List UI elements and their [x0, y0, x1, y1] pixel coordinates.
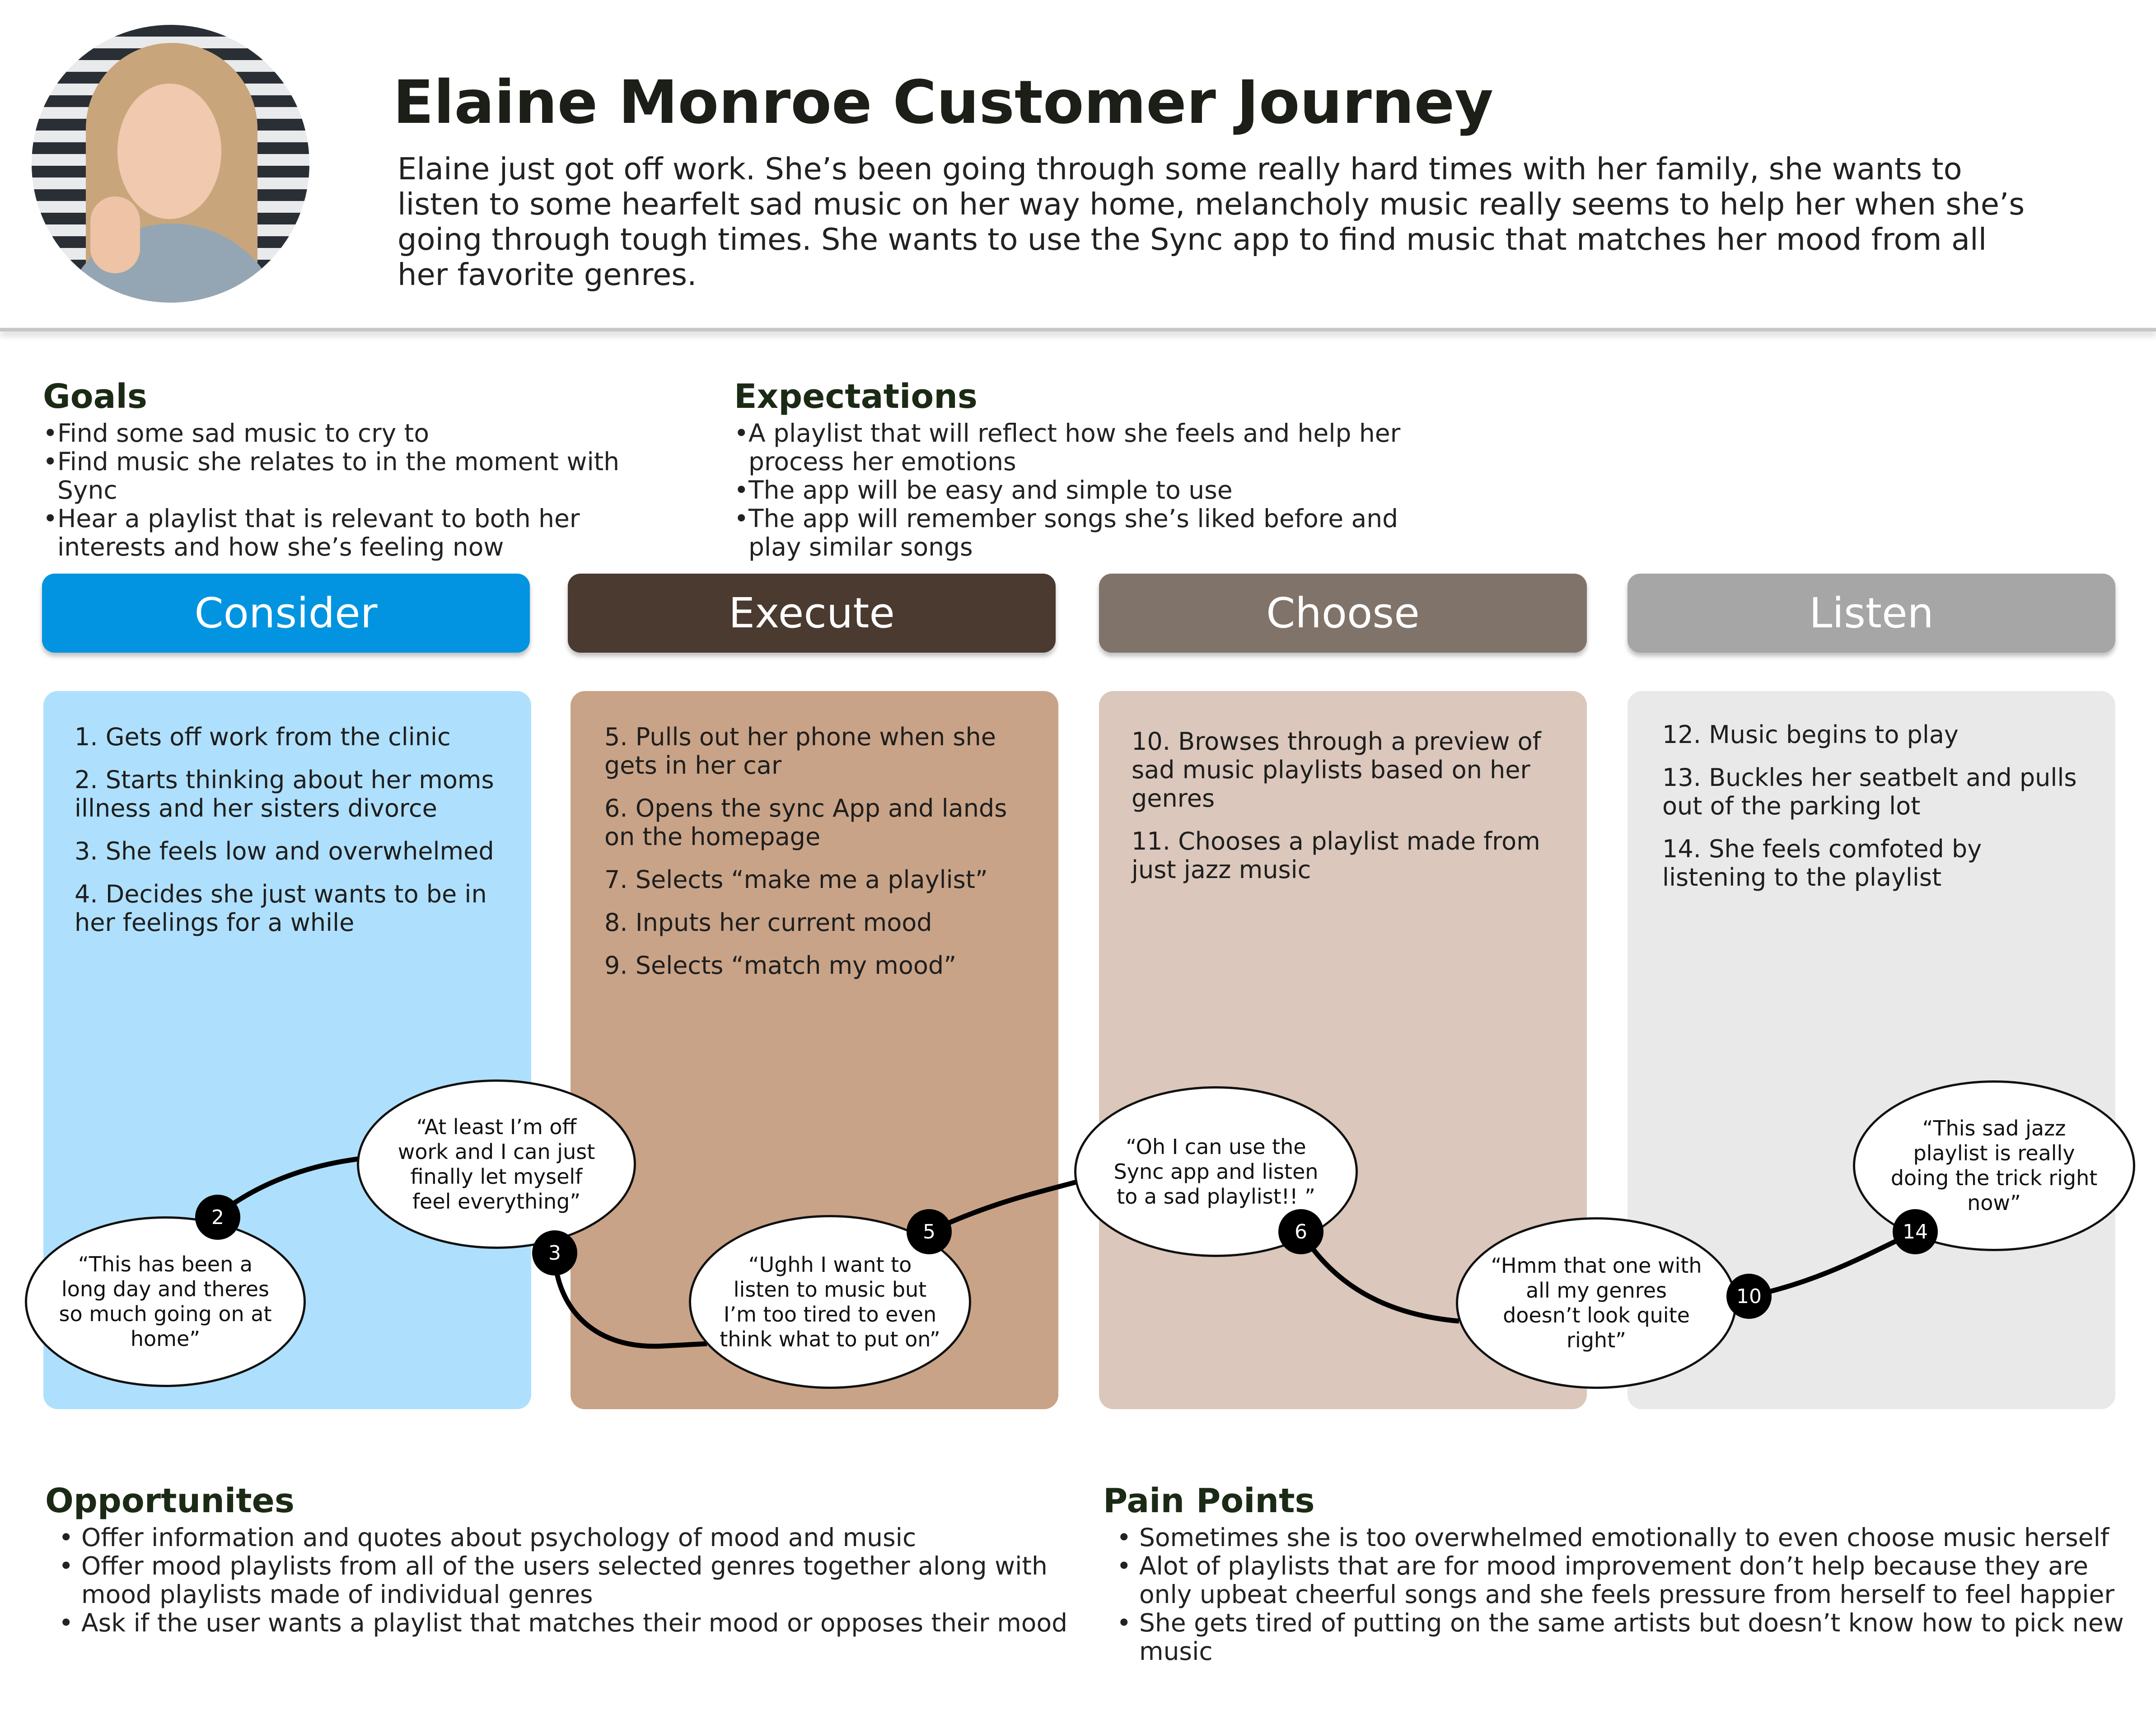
step-text: Starts thinking about her moms illness a…	[75, 766, 494, 822]
step-number: 7.	[604, 865, 628, 894]
choose-steps: 10. Browses through a preview of sad mus…	[1132, 727, 1561, 898]
journey-line	[216, 1156, 1917, 1349]
step-number: 11.	[1132, 827, 1170, 855]
step-text: She feels comfoted by listening to the p…	[1662, 835, 1982, 892]
expectations-list: A playlist that will reflect how she fee…	[734, 419, 1430, 561]
step-text: Selects “make me a playlist”	[635, 865, 988, 894]
step-number: 13.	[1662, 763, 1701, 792]
step-marker: 14	[1893, 1209, 1938, 1254]
step-item: 4. Decides she just wants to be in her f…	[75, 880, 504, 937]
stage-execute: Execute	[568, 574, 1056, 653]
pain-points-item: Alot of playlists that are for mood impr…	[1103, 1552, 2133, 1609]
step-text: Browses through a preview of sad music p…	[1132, 727, 1541, 813]
pain-points-item: Sometimes she is too overwhelmed emotion…	[1103, 1523, 2133, 1552]
goals-item: Hear a playlist that is relevant to both…	[43, 505, 684, 561]
step-item: 9. Selects “match my mood”	[604, 951, 1034, 980]
step-item: 14. She feels comfoted by listening to t…	[1662, 835, 2091, 892]
avatar-face	[117, 84, 221, 219]
opportunities-item: Offer mood playlists from all of the use…	[45, 1552, 1075, 1609]
step-item: 2. Starts thinking about her moms illnes…	[75, 766, 504, 822]
goals-heading: Goals	[43, 377, 147, 416]
persona-avatar	[32, 25, 309, 303]
goals-item: Find some sad music to cry to	[43, 419, 684, 448]
step-number: 12.	[1662, 720, 1701, 749]
step-number: 14.	[1662, 835, 1701, 863]
pain-points-list: Sometimes she is too overwhelmed emotion…	[1103, 1523, 2133, 1666]
step-number: 6.	[604, 794, 628, 822]
step-text: Buckles her seatbelt and pulls out of th…	[1662, 763, 2077, 820]
stage-choose: Choose	[1099, 574, 1587, 653]
goals-item: Find music she relates to in the moment …	[43, 448, 684, 505]
step-item: 8. Inputs her current mood	[604, 908, 1034, 937]
step-item: 1. Gets off work from the clinic	[75, 723, 504, 751]
step-text: Selects “match my mood”	[635, 951, 957, 980]
consider-steps: 1. Gets off work from the clinic 2. Star…	[75, 723, 504, 951]
step-text: She feels low and overwhelmed	[105, 837, 494, 865]
stage-listen: Listen	[1628, 574, 2115, 653]
execute-steps: 5. Pulls out her phone when she gets in …	[604, 723, 1034, 994]
step-text: Pulls out her phone when she gets in her…	[604, 723, 996, 780]
expectations-item: The app will be easy and simple to use	[734, 476, 1430, 505]
step-number: 9.	[604, 951, 628, 980]
quote-bubble: “At least I’m off work and I can just fi…	[357, 1079, 636, 1249]
header-divider	[0, 328, 2156, 332]
step-marker: 3	[532, 1230, 577, 1275]
step-text: Music begins to play	[1709, 720, 1959, 749]
listen-steps: 12. Music begins to play 13. Buckles her…	[1662, 720, 2091, 906]
persona-intro: Elaine just got off work. She’s been goi…	[398, 151, 2025, 292]
step-text: Chooses a playlist made from just jazz m…	[1132, 827, 1540, 884]
step-number: 8.	[604, 908, 628, 937]
step-item: 3. She feels low and overwhelmed	[75, 837, 504, 865]
step-marker: 6	[1278, 1209, 1324, 1254]
opportunities-item: Offer information and quotes about psych…	[45, 1523, 1075, 1552]
step-item: 10. Browses through a preview of sad mus…	[1132, 727, 1561, 813]
step-item: 5. Pulls out her phone when she gets in …	[604, 723, 1034, 780]
pain-points-heading: Pain Points	[1103, 1481, 1315, 1520]
quote-bubble: “Hmm that one with all my genres doesn’t…	[1456, 1217, 1737, 1389]
step-number: 2.	[75, 766, 98, 794]
pain-points-item: She gets tired of putting on the same ar…	[1103, 1609, 2133, 1666]
step-number: 4.	[75, 880, 98, 908]
opportunities-list: Offer information and quotes about psych…	[45, 1523, 1075, 1638]
step-text: Decides she just wants to be in her feel…	[75, 880, 487, 937]
step-item: 12. Music begins to play	[1662, 720, 2091, 749]
step-number: 10.	[1132, 727, 1170, 756]
step-item: 13. Buckles her seatbelt and pulls out o…	[1662, 763, 2091, 820]
page-title: Elaine Monroe Customer Journey	[393, 68, 1494, 137]
quote-bubble: “This has been a long day and theres so …	[25, 1216, 306, 1387]
step-text: Inputs her current mood	[635, 908, 932, 937]
step-marker: 10	[1726, 1274, 1772, 1319]
step-item: 6. Opens the sync App and lands on the h…	[604, 794, 1034, 851]
step-marker: 5	[907, 1209, 952, 1254]
expectations-item: A playlist that will reflect how she fee…	[734, 419, 1430, 476]
goals-list: Find some sad music to cry to Find music…	[43, 419, 684, 561]
step-marker: 2	[195, 1195, 240, 1240]
expectations-heading: Expectations	[734, 377, 977, 416]
step-item: 7. Selects “make me a playlist”	[604, 865, 1034, 894]
step-text: Opens the sync App and lands on the home…	[604, 794, 1007, 851]
quote-bubble: “This sad jazz playlist is really doing …	[1853, 1080, 2135, 1251]
step-item: 11. Chooses a playlist made from just ja…	[1132, 827, 1561, 884]
avatar-hand	[90, 196, 140, 273]
step-number: 1.	[75, 723, 98, 751]
step-text: Gets off work from the clinic	[105, 723, 451, 751]
step-number: 5.	[604, 723, 628, 751]
stage-consider: Consider	[42, 574, 530, 653]
opportunities-item: Ask if the user wants a playlist that ma…	[45, 1609, 1075, 1638]
step-number: 3.	[75, 837, 98, 865]
expectations-item: The app will remember songs she’s liked …	[734, 505, 1430, 561]
opportunities-heading: Opportunites	[45, 1481, 295, 1520]
